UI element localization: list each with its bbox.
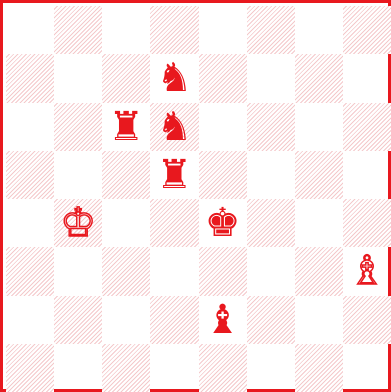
square-g4[interactable] <box>295 199 343 247</box>
square-h1[interactable] <box>343 344 391 392</box>
square-f8[interactable] <box>247 6 295 54</box>
square-a4[interactable] <box>6 199 54 247</box>
square-a6[interactable] <box>6 103 54 151</box>
square-g1[interactable] <box>295 344 343 392</box>
square-f2[interactable] <box>247 296 295 344</box>
square-h8[interactable] <box>343 6 391 54</box>
square-d3[interactable] <box>150 247 198 295</box>
square-h3[interactable]: ♗ <box>343 247 391 295</box>
square-b4[interactable]: ♔ <box>54 199 102 247</box>
square-a7[interactable] <box>6 54 54 102</box>
square-d2[interactable] <box>150 296 198 344</box>
square-h5[interactable] <box>343 151 391 199</box>
square-b2[interactable] <box>54 296 102 344</box>
square-h7[interactable] <box>343 54 391 102</box>
square-e8[interactable] <box>199 6 247 54</box>
square-f4[interactable] <box>247 199 295 247</box>
square-c4[interactable] <box>102 199 150 247</box>
square-d8[interactable] <box>150 6 198 54</box>
square-d4[interactable] <box>150 199 198 247</box>
square-d6[interactable]: ♞ <box>150 103 198 151</box>
square-b5[interactable] <box>54 151 102 199</box>
king-icon[interactable]: ♚ <box>199 199 247 247</box>
square-c8[interactable] <box>102 6 150 54</box>
square-e6[interactable] <box>199 103 247 151</box>
square-g8[interactable] <box>295 6 343 54</box>
square-e1[interactable] <box>199 344 247 392</box>
square-e2[interactable]: ♝ <box>199 296 247 344</box>
square-a3[interactable] <box>6 247 54 295</box>
square-e7[interactable] <box>199 54 247 102</box>
square-d1[interactable] <box>150 344 198 392</box>
bishop-icon[interactable]: ♗ <box>343 247 391 295</box>
square-e4[interactable]: ♚ <box>199 199 247 247</box>
square-g7[interactable] <box>295 54 343 102</box>
square-a8[interactable] <box>6 6 54 54</box>
square-b3[interactable] <box>54 247 102 295</box>
square-f3[interactable] <box>247 247 295 295</box>
square-b1[interactable] <box>54 344 102 392</box>
square-g6[interactable] <box>295 103 343 151</box>
square-b7[interactable] <box>54 54 102 102</box>
king-icon[interactable]: ♔ <box>54 199 102 247</box>
square-h6[interactable] <box>343 103 391 151</box>
square-g5[interactable] <box>295 151 343 199</box>
square-c3[interactable] <box>102 247 150 295</box>
square-d5[interactable]: ♜ <box>150 151 198 199</box>
square-e3[interactable] <box>199 247 247 295</box>
knight-icon[interactable]: ♞ <box>150 103 198 151</box>
square-g3[interactable] <box>295 247 343 295</box>
square-e5[interactable] <box>199 151 247 199</box>
square-a2[interactable] <box>6 296 54 344</box>
square-a1[interactable] <box>6 344 54 392</box>
square-d7[interactable]: ♞ <box>150 54 198 102</box>
square-g2[interactable] <box>295 296 343 344</box>
square-c1[interactable] <box>102 344 150 392</box>
square-h4[interactable] <box>343 199 391 247</box>
square-c6[interactable]: ♜ <box>102 103 150 151</box>
board-grid: ♞♜♞♜♔♚♗♝ <box>6 6 391 392</box>
square-h2[interactable] <box>343 296 391 344</box>
bishop-icon[interactable]: ♝ <box>199 296 247 344</box>
rook-icon[interactable]: ♜ <box>150 151 198 199</box>
square-b8[interactable] <box>54 6 102 54</box>
square-c2[interactable] <box>102 296 150 344</box>
square-c7[interactable] <box>102 54 150 102</box>
square-f5[interactable] <box>247 151 295 199</box>
square-a5[interactable] <box>6 151 54 199</box>
square-f1[interactable] <box>247 344 295 392</box>
square-b6[interactable] <box>54 103 102 151</box>
square-c5[interactable] <box>102 151 150 199</box>
rook-icon[interactable]: ♜ <box>102 103 150 151</box>
square-f7[interactable] <box>247 54 295 102</box>
square-f6[interactable] <box>247 103 295 151</box>
knight-icon[interactable]: ♞ <box>150 54 198 102</box>
